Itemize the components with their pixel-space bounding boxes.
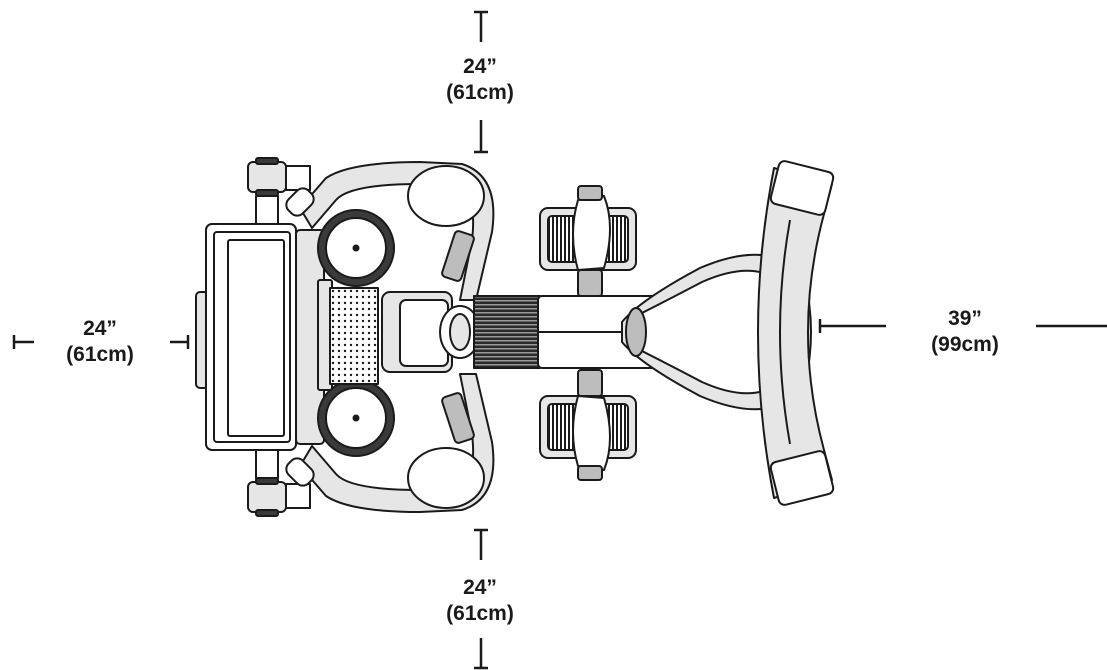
dimension-bottom-inches: 24” [463,576,497,599]
dimension-left-inches: 24” [83,317,117,340]
dimension-label-top: 24” (61cm) [420,54,540,106]
dimension-right-inches: 39” [948,307,982,330]
pedals [539,185,637,481]
dimension-left-cm: (61cm) [66,343,134,366]
handlebars [285,161,495,513]
dimension-right [818,319,1107,333]
rear-stabilizer [757,160,835,506]
front-hood [381,291,481,373]
dimension-label-left: 24” (61cm) [40,316,160,368]
dimension-top-cm: (61cm) [446,81,514,104]
transport-wheels [247,157,311,517]
console-speakers [317,209,395,457]
dimension-bottom-cm: (61cm) [446,602,514,625]
dimension-label-bottom: 24” (61cm) [420,575,540,627]
exercise-bike-top-view [195,157,835,517]
dimension-top [474,10,488,154]
dimension-bottom [474,528,488,670]
dimension-label-right: 39” (99cm) [905,306,1025,358]
dimension-right-cm: (99cm) [931,333,999,356]
flywheel-housing [473,295,541,369]
dimension-left [12,335,190,349]
dimension-top-inches: 24” [463,55,497,78]
console-display [195,223,325,451]
